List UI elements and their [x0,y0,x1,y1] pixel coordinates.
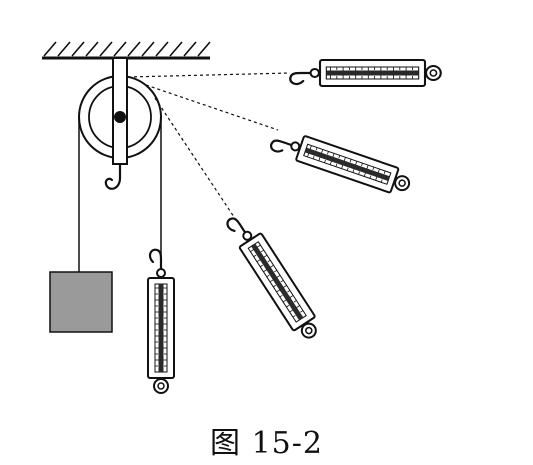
dashed-rope-lines [127,72,291,221]
spring-scale-horizontal [289,58,442,88]
fixed-pulley-diagram [42,41,442,395]
spring-scale-vertical [146,248,176,395]
spring-scale-oblique [267,125,415,199]
rope [78,117,162,272]
hanging-weight-block [49,271,113,333]
ceiling [42,41,211,60]
spring-scale-steep [222,208,325,345]
fixed-pulley-icon [78,57,162,190]
figure-caption: 图 15-2 [210,426,323,461]
